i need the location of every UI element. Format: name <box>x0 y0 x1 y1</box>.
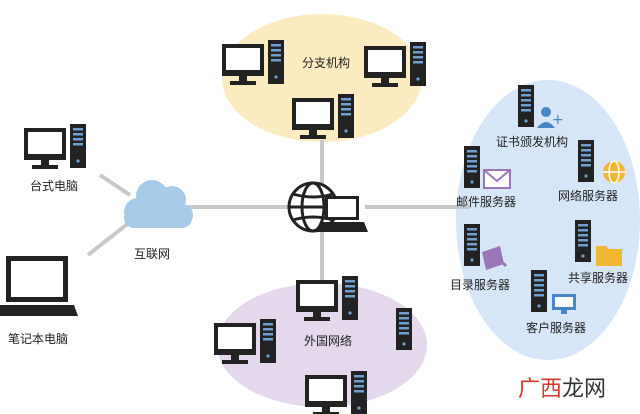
label-dir: 目录服务器 <box>450 277 510 292</box>
server-zone <box>456 80 640 360</box>
cloud-icon <box>124 180 193 228</box>
label-laptop: 笔记本电脑 <box>8 331 68 346</box>
desktop-icon <box>305 371 367 414</box>
hub-laptop-icon <box>316 196 368 232</box>
directory-icon <box>482 246 508 270</box>
laptop-icon <box>0 256 78 316</box>
watermark-part1: 广西 <box>518 377 562 402</box>
web-globe-icon <box>603 160 625 184</box>
desktop-icon <box>24 124 86 169</box>
foreign-zone <box>217 283 427 407</box>
label-cert: 证书颁发机构 <box>496 134 568 149</box>
label-mail: 邮件服务器 <box>456 194 516 209</box>
label-foreign: 外国网络 <box>304 333 352 348</box>
server-icon <box>464 146 480 188</box>
server-icon <box>531 270 547 312</box>
monitor-icon <box>552 294 576 314</box>
label-desktop: 台式电脑 <box>30 178 78 193</box>
server-icon <box>464 224 480 266</box>
label-branch: 分支机构 <box>302 55 350 70</box>
user-add-icon: + <box>537 107 564 128</box>
server-icon <box>578 140 594 182</box>
label-share: 共享服务器 <box>568 270 628 285</box>
mail-icon <box>483 169 511 189</box>
server-icon <box>518 85 534 127</box>
folder-icon <box>596 246 622 266</box>
label-client: 客户服务器 <box>526 320 586 335</box>
label-web: 网络服务器 <box>558 188 618 203</box>
server-icon <box>575 220 591 262</box>
svg-text:+: + <box>552 112 564 128</box>
label-internet: 互联网 <box>134 247 170 261</box>
server-icon <box>396 308 412 350</box>
watermark: 广西龙网 <box>518 377 606 402</box>
watermark-part2: 龙网 <box>562 377 606 402</box>
